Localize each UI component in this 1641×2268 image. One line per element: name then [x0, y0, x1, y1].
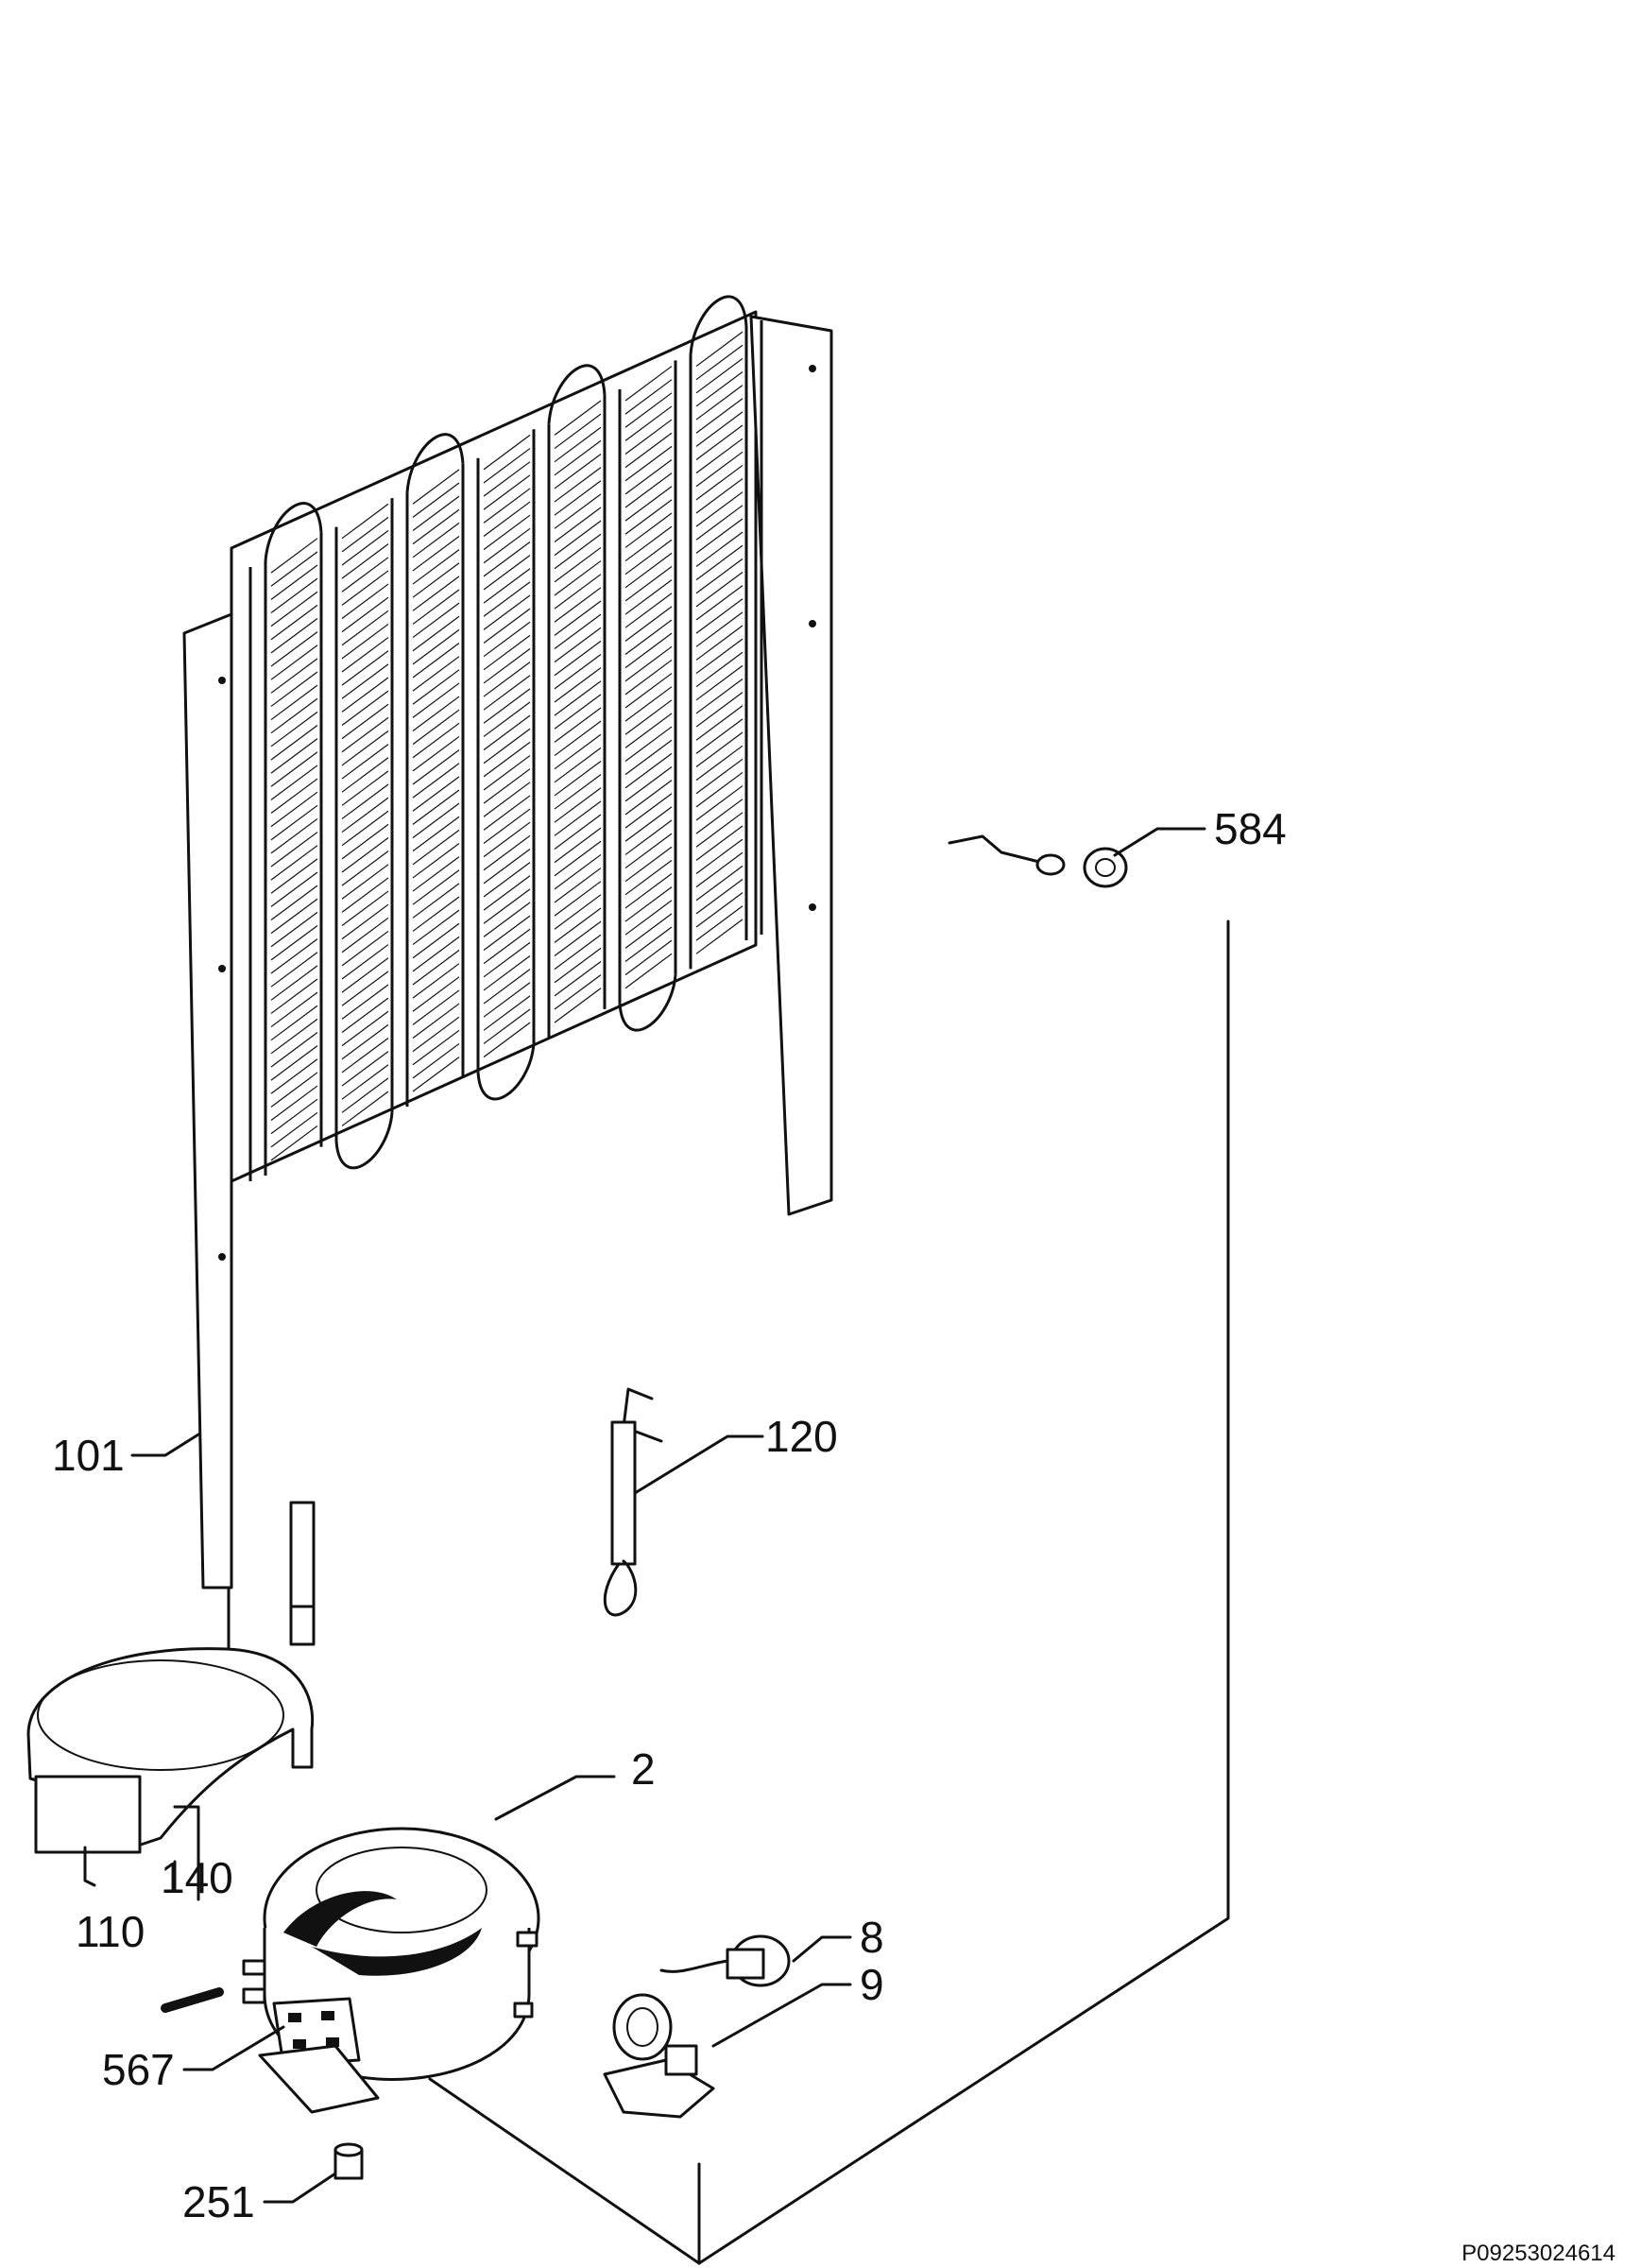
thermal-sensor	[603, 1387, 663, 1617]
capillary-holder	[948, 834, 1128, 888]
callout-labels: 584 120 101 2 140 110 8 9 567 251	[52, 804, 1287, 2226]
callout-567: 567	[102, 2045, 175, 2094]
callout-140: 140	[161, 1853, 233, 1902]
pin	[161, 1987, 224, 2013]
drip-tray	[26, 1647, 315, 1887]
condenser-tubes	[248, 295, 763, 1181]
callout-584: 584	[1214, 804, 1287, 853]
overload-protector	[603, 1993, 715, 2119]
callout-9: 9	[860, 1960, 884, 2009]
callout-8: 8	[860, 1913, 884, 1962]
condenser	[182, 295, 833, 1646]
starting-relay	[659, 1934, 791, 1987]
rubber-grommet	[333, 2142, 364, 2180]
callout-101: 101	[52, 1431, 125, 1480]
leader-lines	[130, 827, 1206, 2204]
reference-code: P09253024614	[1462, 2241, 1615, 2266]
callout-120: 120	[765, 1412, 838, 1461]
callout-110: 110	[76, 1907, 145, 1956]
assembly-outline	[227, 919, 1230, 2265]
callout-2: 2	[631, 1744, 656, 1794]
callout-251: 251	[182, 2177, 255, 2226]
compressor	[242, 1827, 540, 2114]
